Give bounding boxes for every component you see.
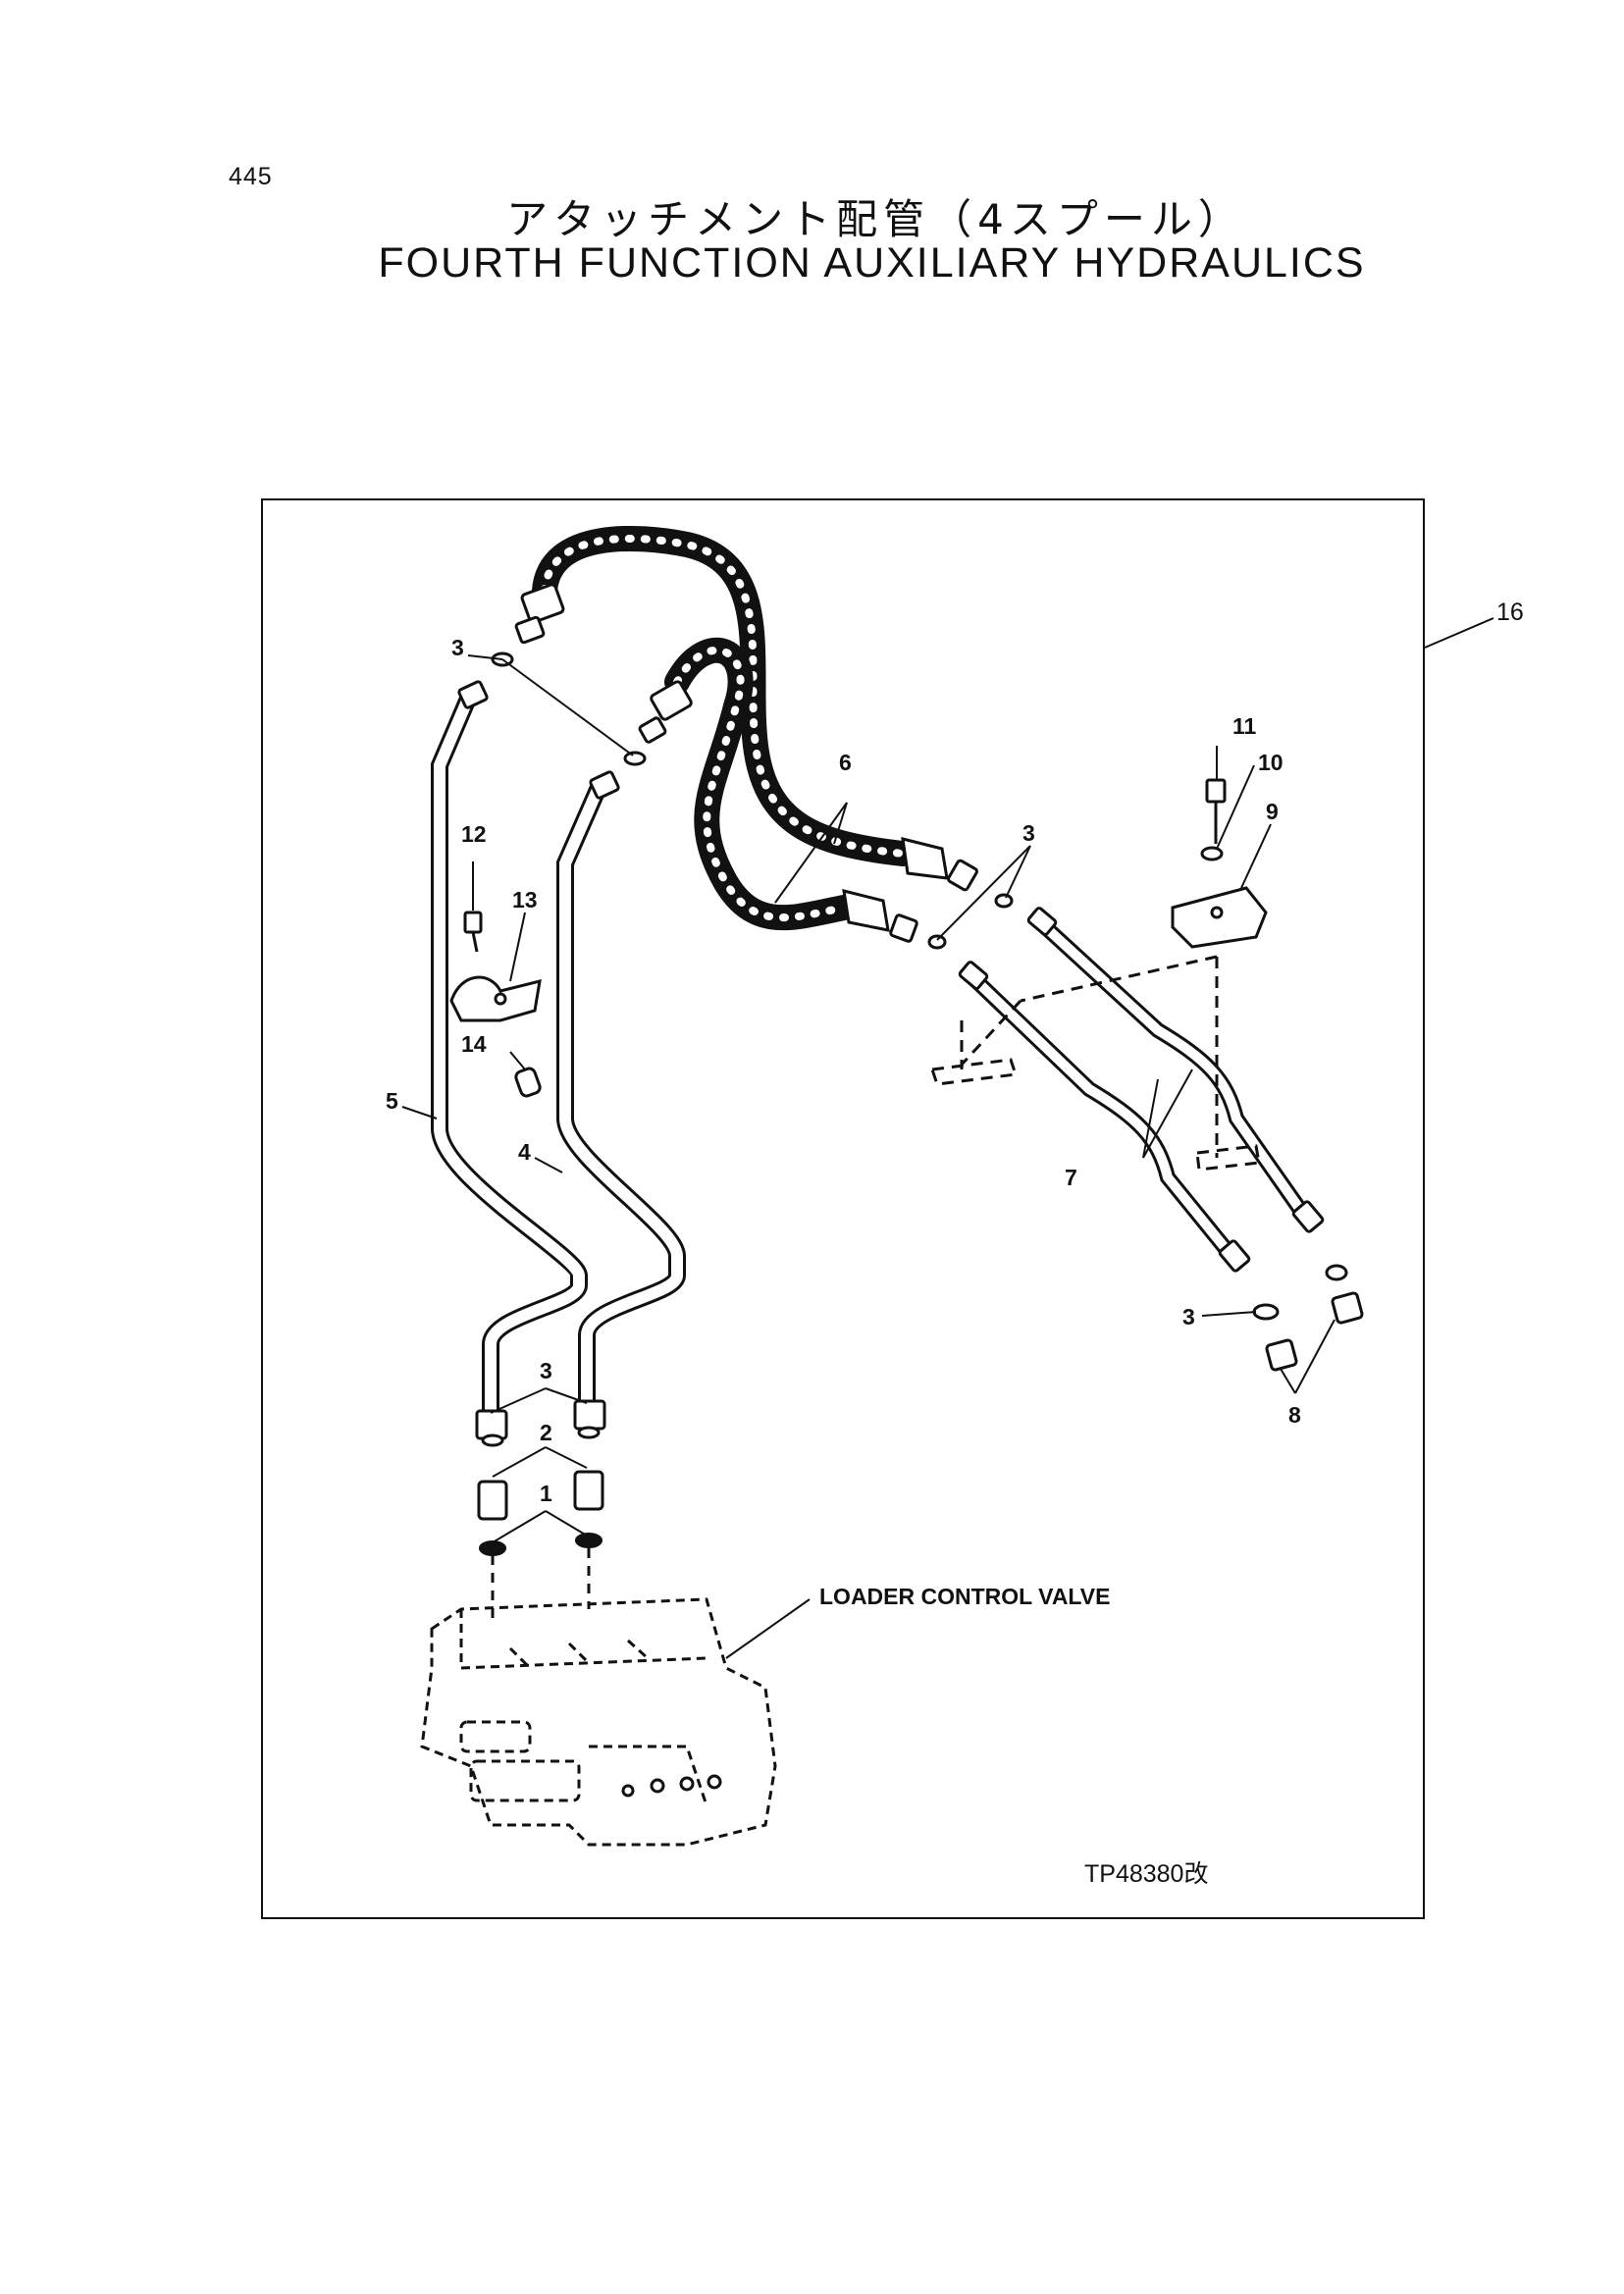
flange-seals-1 bbox=[479, 1533, 602, 1556]
callout-4: 4 bbox=[518, 1139, 531, 1165]
pipe-7-ends bbox=[958, 907, 1325, 1273]
spacer-14 bbox=[514, 1067, 542, 1098]
callout-14: 14 bbox=[461, 1031, 487, 1057]
pipe-end-nuts bbox=[457, 680, 620, 1440]
title-japanese: アタッチメント配管（4スプール） bbox=[506, 195, 1245, 243]
callout-3-bottom-right: 3 bbox=[1182, 1304, 1195, 1329]
diagram-frame bbox=[261, 498, 1425, 1919]
loader-control-valve bbox=[420, 1597, 777, 1847]
callout-7: 7 bbox=[1065, 1165, 1077, 1190]
callout-13: 13 bbox=[512, 887, 538, 912]
pipe-4 bbox=[556, 779, 686, 1403]
bolt-12 bbox=[463, 911, 483, 953]
callout-leaders bbox=[401, 654, 1336, 1543]
callout-11: 11 bbox=[1232, 713, 1257, 739]
o-rings-bottom-right bbox=[1252, 1264, 1348, 1321]
mounting-dashed-lines-right bbox=[929, 955, 1261, 1172]
title-english: FOURTH FUNCTION AUXILIARY HYDRAULICS bbox=[378, 239, 1366, 287]
pipes-7 bbox=[966, 916, 1312, 1262]
page-number: 445 bbox=[229, 163, 273, 190]
callout-1: 1 bbox=[540, 1481, 552, 1506]
reference-code: TP48380改 bbox=[1084, 1860, 1208, 1888]
adapters-2 bbox=[477, 1426, 604, 1521]
valve-ports bbox=[621, 1774, 722, 1798]
leader-loader-control-valve bbox=[725, 1598, 811, 1659]
caps-8 bbox=[1265, 1291, 1364, 1372]
callout-3-top-left: 3 bbox=[451, 635, 464, 660]
callout-3-top-right: 3 bbox=[1022, 820, 1035, 846]
loader-control-valve-label: LOADER CONTROL VALVE bbox=[819, 1584, 1110, 1609]
callout-16: 16 bbox=[1496, 599, 1524, 626]
callout-12: 12 bbox=[461, 821, 487, 847]
pipe-5 bbox=[431, 688, 588, 1413]
washer-10 bbox=[1200, 846, 1224, 861]
bracket-9 bbox=[1171, 886, 1268, 949]
leader-16 bbox=[1424, 617, 1494, 649]
callout-8: 8 bbox=[1288, 1402, 1301, 1428]
bolt-11 bbox=[1205, 778, 1227, 844]
clamp-13 bbox=[449, 975, 542, 1022]
hose-fittings bbox=[514, 583, 978, 943]
hose-assembly-6 bbox=[532, 525, 916, 931]
callout-3-bottom-left: 3 bbox=[540, 1358, 552, 1383]
callout-2: 2 bbox=[540, 1420, 552, 1445]
callout-10: 10 bbox=[1258, 750, 1283, 775]
callout-6: 6 bbox=[839, 750, 852, 775]
callout-9: 9 bbox=[1266, 799, 1279, 824]
callout-5: 5 bbox=[386, 1088, 398, 1114]
